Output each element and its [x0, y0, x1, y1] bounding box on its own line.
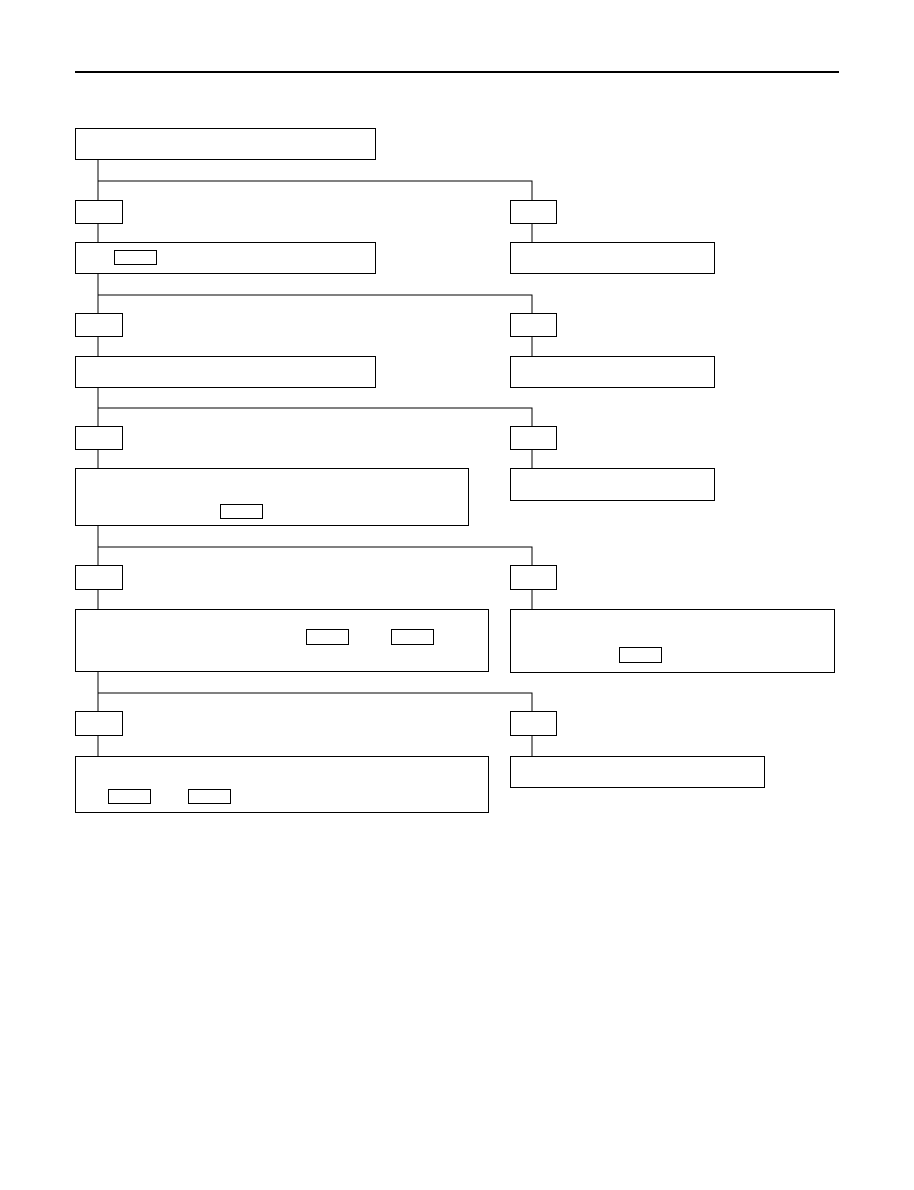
action-box-left [75, 468, 469, 526]
step-3 [75, 388, 715, 526]
start-box [75, 128, 376, 160]
inline-reference-box [114, 250, 157, 265]
connector [98, 692, 533, 712]
inline-reference-box [220, 504, 263, 519]
inline-reference-box [306, 629, 349, 645]
action-box-right [510, 468, 715, 501]
step-2 [75, 274, 715, 388]
branch-right-label-box [510, 313, 557, 337]
inline-reference-box [188, 789, 231, 804]
step-4 [75, 526, 835, 673]
branch-right-label-box [510, 565, 557, 590]
branch-left-label-box [75, 426, 123, 450]
action-box-right [510, 356, 715, 388]
inline-reference-box [108, 789, 151, 804]
branch-left-label-box [75, 200, 123, 224]
connector [98, 180, 533, 200]
action-box-left [75, 756, 489, 813]
step-1 [75, 160, 715, 274]
inline-reference-box [391, 629, 434, 645]
branch-left-label-box [75, 711, 123, 736]
connector [98, 294, 533, 314]
action-box-right [510, 756, 765, 788]
action-box-left [75, 356, 376, 388]
action-box-right [510, 242, 715, 274]
step-5 [75, 672, 765, 813]
connector [98, 407, 533, 427]
branch-right-label-box [510, 426, 557, 450]
action-box-right [510, 609, 835, 673]
branch-right-label-box [510, 200, 557, 224]
inline-reference-box [619, 647, 662, 663]
branch-left-label-box [75, 565, 123, 590]
branch-right-label-box [510, 711, 557, 736]
branch-left-label-box [75, 313, 123, 337]
connector [98, 546, 533, 566]
